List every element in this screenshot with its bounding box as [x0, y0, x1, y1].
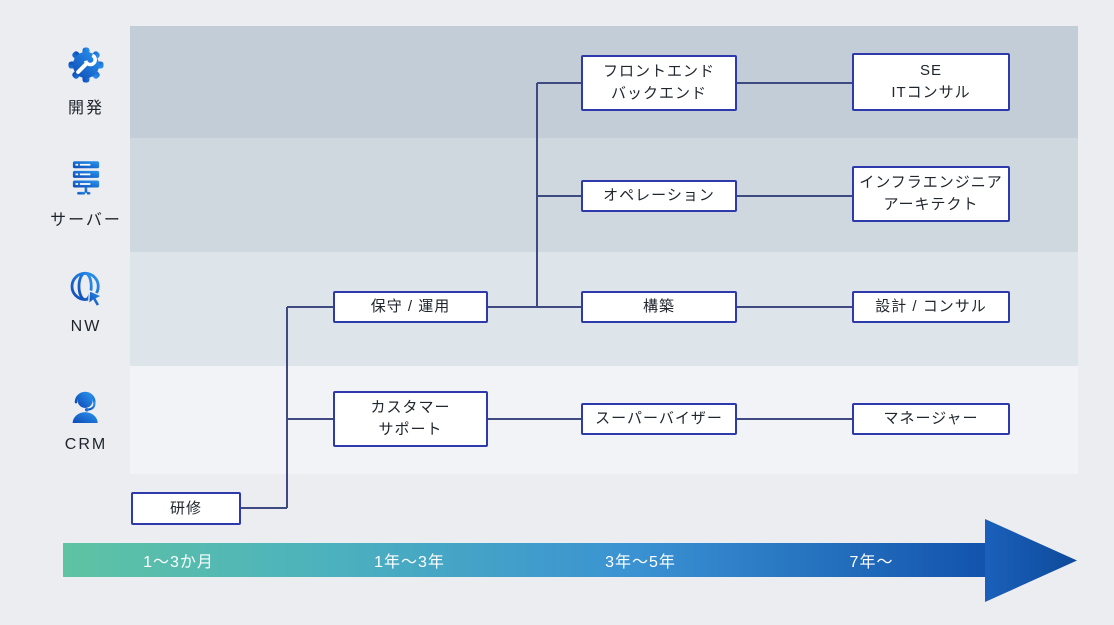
category-label-crm: CRM: [64, 436, 108, 453]
connector-line: [488, 306, 581, 308]
gear-wrench-icon: [65, 44, 107, 91]
connector-line: [286, 307, 288, 508]
timeline-arrow-bar: 1〜3か月 1年〜3年 3年〜5年 7年〜: [63, 543, 987, 577]
node-construction: 構築: [581, 291, 737, 323]
connector-line: [287, 306, 333, 308]
timeline-label-2: 1年〜3年: [374, 554, 445, 571]
connector-line: [488, 418, 581, 420]
category-server: サーバー: [38, 156, 134, 230]
node-maintenance-operation: 保守 / 運用: [333, 291, 488, 323]
category-network: NW: [38, 268, 134, 336]
connector-line: [241, 507, 287, 509]
connector-line: [737, 82, 852, 84]
globe-cursor-icon: [65, 268, 107, 315]
node-frontend-backend: フロントエンド バックエンド: [581, 55, 737, 111]
node-manager: マネージャー: [852, 403, 1010, 435]
connector-line: [536, 83, 538, 307]
node-customer-support: カスタマー サポート: [333, 391, 488, 447]
node-operation: オペレーション: [581, 180, 737, 212]
timeline-arrowhead-icon: [985, 519, 1077, 602]
headset-person-icon: [66, 388, 106, 433]
category-label-nw: NW: [70, 318, 102, 335]
server-icon: [65, 156, 107, 203]
node-supervisor: スーパーバイザー: [581, 403, 737, 435]
node-training: 研修: [131, 492, 241, 525]
timeline-label-4: 7年〜: [849, 554, 894, 571]
timeline-label-3: 3年〜5年: [605, 554, 676, 571]
timeline-label-1: 1〜3か月: [143, 554, 214, 571]
connector-line: [737, 306, 852, 308]
connector-line: [737, 418, 852, 420]
node-design-consultant: 設計 / コンサル: [852, 291, 1010, 323]
connector-line: [537, 195, 581, 197]
connector-line: [537, 82, 581, 84]
category-development: 開発: [38, 44, 134, 118]
connector-line: [737, 195, 852, 197]
node-se-it-consultant: SE ITコンサル: [852, 53, 1010, 111]
node-infra-engineer-architect: インフラエンジニア アーキテクト: [852, 166, 1010, 222]
category-label-server: サーバー: [50, 212, 122, 229]
category-label-dev: 開発: [67, 100, 104, 117]
connector-line: [287, 418, 333, 420]
category-crm: CRM: [38, 388, 134, 454]
